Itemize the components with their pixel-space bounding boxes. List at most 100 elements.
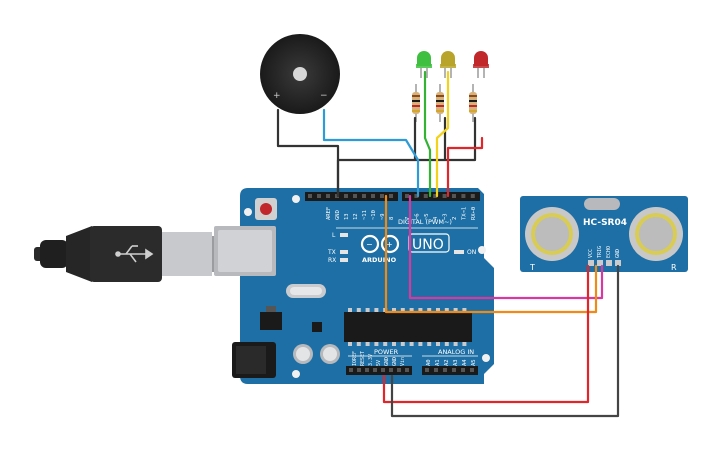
red-led[interactable]	[473, 51, 489, 78]
mount-hole	[292, 370, 300, 378]
yellow-led[interactable]	[440, 51, 456, 78]
sensor-pin-label: ECHO	[606, 246, 612, 258]
pin-label: ~5	[424, 213, 430, 220]
sensor-pin[interactable]	[606, 260, 612, 266]
sensor-pin-label: TRIG	[597, 246, 603, 258]
pin-label: Vin	[400, 357, 406, 366]
sensor-pin[interactable]	[597, 260, 603, 266]
sensor-pin[interactable]	[615, 260, 621, 266]
tx-label: TX	[327, 249, 336, 256]
resistor[interactable]	[436, 84, 444, 122]
usb-cable	[34, 226, 218, 282]
pin-label: GND	[384, 357, 390, 366]
microcontroller-chip	[344, 312, 472, 342]
wire-yellow-led[interactable]	[435, 70, 450, 198]
pin-label: A1	[435, 359, 441, 366]
pin-label: GND	[392, 357, 398, 366]
chip-pins	[348, 342, 467, 346]
rx-label: RX	[328, 257, 336, 264]
buzzer-minus-label: −	[320, 91, 328, 101]
analog-label: ANALOG IN	[438, 348, 474, 356]
analog-header	[422, 366, 478, 375]
mount-hole	[292, 195, 300, 203]
pin-label: GND	[335, 210, 341, 220]
pin-label: 7	[405, 217, 411, 220]
wire-red-led[interactable]	[446, 136, 484, 198]
pin-label: 3.3V	[368, 354, 374, 366]
pin-label: 13	[344, 213, 350, 220]
sensor-pin[interactable]	[588, 260, 594, 266]
l-label: L	[332, 232, 336, 239]
power-label: POWER	[374, 348, 399, 356]
pin-label: A3	[453, 359, 459, 366]
voltage-regulator	[260, 312, 282, 330]
digital-header-left	[305, 192, 398, 201]
power-header	[346, 366, 412, 375]
wire-gnd[interactable]	[390, 264, 620, 418]
pin-label: RX←0	[471, 207, 477, 220]
wire-green-led[interactable]	[423, 70, 432, 198]
svg-text:+: +	[386, 240, 393, 249]
sensor-t-label: T	[529, 263, 535, 272]
arduino-logo	[360, 234, 400, 254]
pin-label: ~3	[443, 213, 449, 220]
tx-led	[340, 250, 348, 254]
green-led[interactable]	[416, 51, 432, 78]
mount-hole	[482, 354, 490, 362]
wire-trig[interactable]	[408, 194, 604, 300]
mount-hole	[478, 246, 486, 254]
pin-label: ~6	[414, 213, 420, 220]
wire-buzzer-signal[interactable]	[322, 108, 420, 198]
usb-icon	[115, 245, 154, 263]
sensor-r-label: R	[671, 263, 677, 272]
sensor-crystal	[584, 198, 620, 210]
pin-label: A2	[444, 359, 450, 366]
sensor-pin-label: GND	[615, 249, 621, 258]
resistor[interactable]	[412, 84, 420, 122]
on-led	[454, 250, 464, 254]
pin-label: ~9	[380, 213, 386, 220]
svg-text:−: −	[366, 240, 373, 249]
pin-label: TX→1	[461, 207, 467, 220]
pin-label: A0	[426, 359, 432, 366]
sensor-name: HC-SR04	[583, 218, 627, 228]
pin-label: 4	[433, 216, 439, 220]
wire-buzzer-gnd[interactable]	[276, 108, 340, 198]
pin-label: 8	[389, 217, 395, 220]
buzzer-plus-label: +	[273, 91, 281, 101]
digital-label: DIGITAL (PWM~)	[398, 218, 452, 226]
led-group	[412, 51, 489, 122]
wire-led-gnd[interactable]	[336, 116, 477, 198]
on-label: ON	[467, 249, 476, 256]
pin-label: 5V	[376, 360, 382, 366]
pin-label: 2	[452, 217, 458, 220]
pin-label: 12	[353, 213, 359, 220]
pin-label: RESET	[360, 351, 366, 366]
wire-vcc[interactable]	[382, 264, 590, 404]
pin-label: ~11	[362, 210, 368, 220]
pin-label: AREF	[326, 207, 332, 220]
uno-label: UNO	[412, 237, 444, 253]
arduino-brand: ARDUINO	[362, 256, 397, 264]
pin-label: A4	[462, 359, 468, 366]
l-led	[340, 233, 348, 237]
wires	[276, 70, 620, 418]
sensor-pin-label: VCC	[588, 249, 594, 258]
piezo-buzzer[interactable]: + −	[260, 34, 340, 114]
resistor[interactable]	[469, 84, 477, 122]
rx-led	[340, 258, 348, 262]
mount-hole	[244, 208, 252, 216]
wire-echo[interactable]	[384, 194, 598, 314]
digital-header-right	[402, 192, 480, 201]
pin-label: ~10	[371, 210, 377, 220]
pin-label: IOREF	[352, 351, 358, 366]
pin-label: A5	[471, 359, 477, 366]
